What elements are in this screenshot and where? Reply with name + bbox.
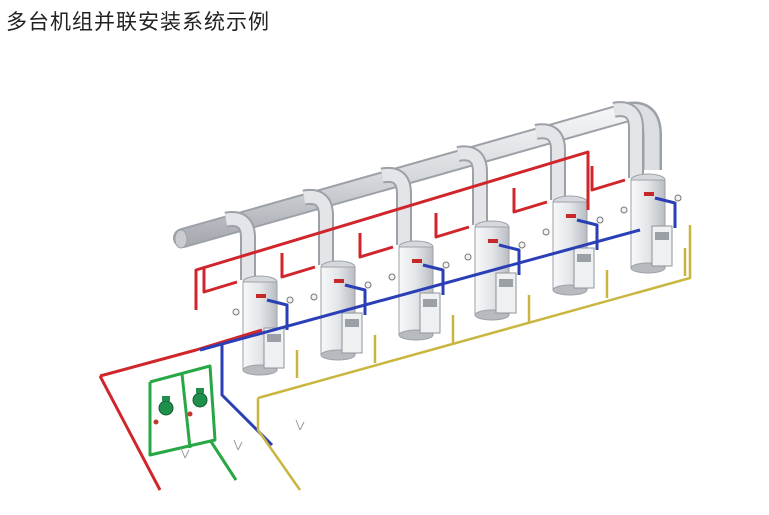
brand-badge (566, 214, 576, 218)
gas-supply-riser (256, 398, 302, 491)
boiler-unit (224, 211, 294, 376)
boiler-unit (302, 188, 372, 361)
valve-handle (153, 419, 159, 425)
flue-stack-highlight (224, 213, 254, 280)
hot-water-branch (434, 213, 470, 239)
pump-station (148, 364, 305, 481)
hot-water-branch (202, 268, 238, 294)
pressure-gauge (542, 228, 550, 236)
boiler-unit (612, 101, 682, 274)
pressure-gauge (232, 308, 240, 316)
flow-arrow (180, 447, 190, 459)
temperature-gauge (596, 216, 604, 224)
boiler-unit (534, 123, 604, 296)
pressure-gauge (464, 253, 472, 261)
boiler-units (224, 101, 682, 376)
diagram-title: 多台机组并联安装系统示例 (6, 10, 270, 34)
piping-network (98, 150, 692, 491)
return-header (199, 228, 641, 352)
pump-motor (162, 396, 170, 401)
temperature-gauge (364, 281, 372, 289)
return-main (220, 345, 274, 447)
boiler-unit (456, 145, 526, 321)
control-display (423, 299, 437, 307)
flue-stack-highlight (380, 168, 410, 245)
control-display (267, 334, 281, 342)
flue-stack-highlight (534, 125, 564, 200)
circulation-pump (158, 400, 174, 416)
return-branch (344, 283, 367, 315)
return-branch (654, 196, 677, 228)
control-display (499, 279, 513, 287)
circulation-pump (192, 392, 208, 408)
temperature-gauge (286, 296, 294, 304)
hot-water-header (194, 150, 590, 310)
pump-motor (196, 388, 204, 393)
return-branch (498, 243, 521, 275)
hot-water-branch (358, 233, 394, 259)
brand-badge (644, 192, 654, 196)
brand-badge (412, 259, 422, 263)
hot-water-branch (280, 253, 316, 279)
return-branch (576, 218, 599, 250)
hot-water-riser (98, 375, 162, 491)
control-display (345, 319, 359, 327)
control-display (577, 254, 591, 262)
hot-water-branch (512, 188, 548, 214)
flue-stack-highlight (302, 190, 332, 265)
cold-water-loop (148, 364, 217, 457)
flue-stack-highlight (456, 147, 486, 225)
cold-water-riser (208, 439, 238, 481)
hot-water-main (99, 328, 263, 378)
brand-badge (256, 294, 266, 298)
gas-supply-header (257, 225, 692, 400)
temperature-gauge (442, 261, 450, 269)
control-display (655, 232, 669, 240)
flow-arrow (295, 419, 305, 431)
pressure-gauge (388, 273, 396, 281)
brand-badge (488, 239, 498, 243)
pressure-gauge (310, 293, 318, 301)
temperature-gauge (674, 194, 682, 202)
return-branch (422, 263, 445, 295)
brand-badge (334, 279, 344, 283)
pressure-gauge (620, 206, 628, 214)
valve-handle (187, 411, 193, 417)
cold-water-bypass (180, 373, 192, 449)
boiler-unit (380, 166, 450, 341)
flue-stack-highlight (612, 103, 642, 178)
return-branch (266, 298, 289, 330)
flow-arrow (233, 439, 243, 451)
temperature-gauge (518, 241, 526, 249)
hot-water-branch (590, 166, 626, 192)
